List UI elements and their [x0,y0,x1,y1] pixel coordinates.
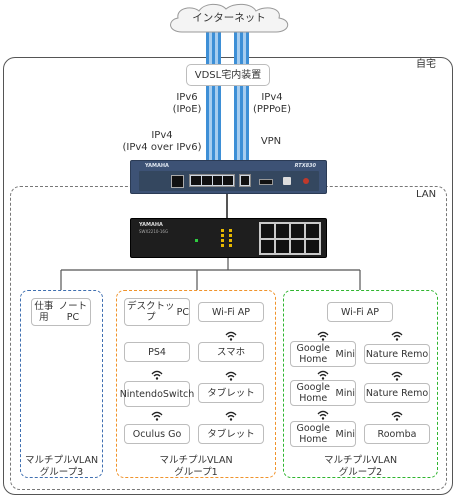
g2-label-line1: マルチプルVLAN [323,455,398,466]
router-lan-ports [189,174,235,187]
g1-label-line1: マルチプルVLAN [159,455,233,466]
wifi-icon [225,371,237,381]
router-port-extra [239,174,251,187]
switch-ports [259,222,321,255]
ipv4-over-label-line2: (IPv4 over IPv6) [122,142,202,153]
switch-device: YAMAHA SWX2210-16G [130,218,327,258]
home-label: 自宅 [416,59,436,70]
g2-device-wifi-ap: Wi-Fi AP [327,302,393,322]
ipv6-label-line1: IPv6 [176,92,198,103]
vlan-group-1 [116,290,276,478]
wifi-icon [317,331,329,341]
g2-device-roomba: Roomba [364,424,430,444]
vdsl-device: VDSL宅内装置 [186,64,270,86]
ipv4-over-label-line1: IPv4 [151,130,173,141]
switch-status-leds [221,229,251,251]
switch-model: SWX2210-16G [139,229,169,234]
lan-label: LAN [416,189,437,200]
ipv4-pppoe-label-line2: (PPPoE) [253,104,291,115]
router-model: RTX830 [294,163,316,169]
wifi-icon [225,411,237,421]
ipv4-pppoe-label-line1: IPv4 [261,92,283,103]
router-button [283,177,291,185]
wifi-icon [391,331,403,341]
g3-device-work-pc: 仕事用ノートPC [31,298,91,326]
g2-device-nature-remo-2: Nature Remo [364,383,430,403]
g1-device-oculus-go: Oculus Go [124,424,190,444]
g1-device-smartphone: スマホ [198,342,264,362]
wifi-icon [391,411,403,421]
router-switch-cable [226,193,228,219]
g3-label-line2: グループ3 [39,467,84,478]
switch-power-led [195,239,198,242]
router-brand: YAMAHA [145,163,169,169]
router-power-led [303,178,309,184]
lan-tree-lines [60,258,361,290]
router-usb-port [259,179,273,185]
fiber-right-tube [234,30,249,162]
wifi-icon [317,410,329,420]
internet-label: インターネット [192,12,266,24]
vpn-label: VPN [260,136,282,147]
ipv6-label-line2: (IPoE) [172,104,202,115]
wifi-icon [151,370,163,380]
router-wan-port [171,175,184,188]
g2-device-nature-remo-1: Nature Remo [364,344,430,364]
g2-label-line2: グループ2 [338,467,383,478]
vlan-group-3 [20,290,103,478]
internet-cloud-icon [170,3,289,33]
g1-device-ps4: PS4 [124,342,190,362]
home-boundary [3,57,453,495]
wifi-icon [317,370,329,380]
wifi-icon [225,331,237,341]
wifi-icon [151,411,163,421]
vlan-group-2 [283,290,438,478]
router-device: YAMAHA RTX830 [130,160,327,194]
g1-label-line2: グループ1 [174,467,218,478]
g3-label-line1: マルチプルVLAN [24,455,99,466]
switch-brand: YAMAHA [139,222,163,228]
g1-device-wifi-ap: Wi-Fi AP [198,302,264,322]
wifi-icon [391,371,403,381]
fiber-left-tube [206,30,221,162]
g1-device-tablet-2: タブレット [198,424,264,444]
g1-device-tablet-1: タブレット [198,383,264,403]
